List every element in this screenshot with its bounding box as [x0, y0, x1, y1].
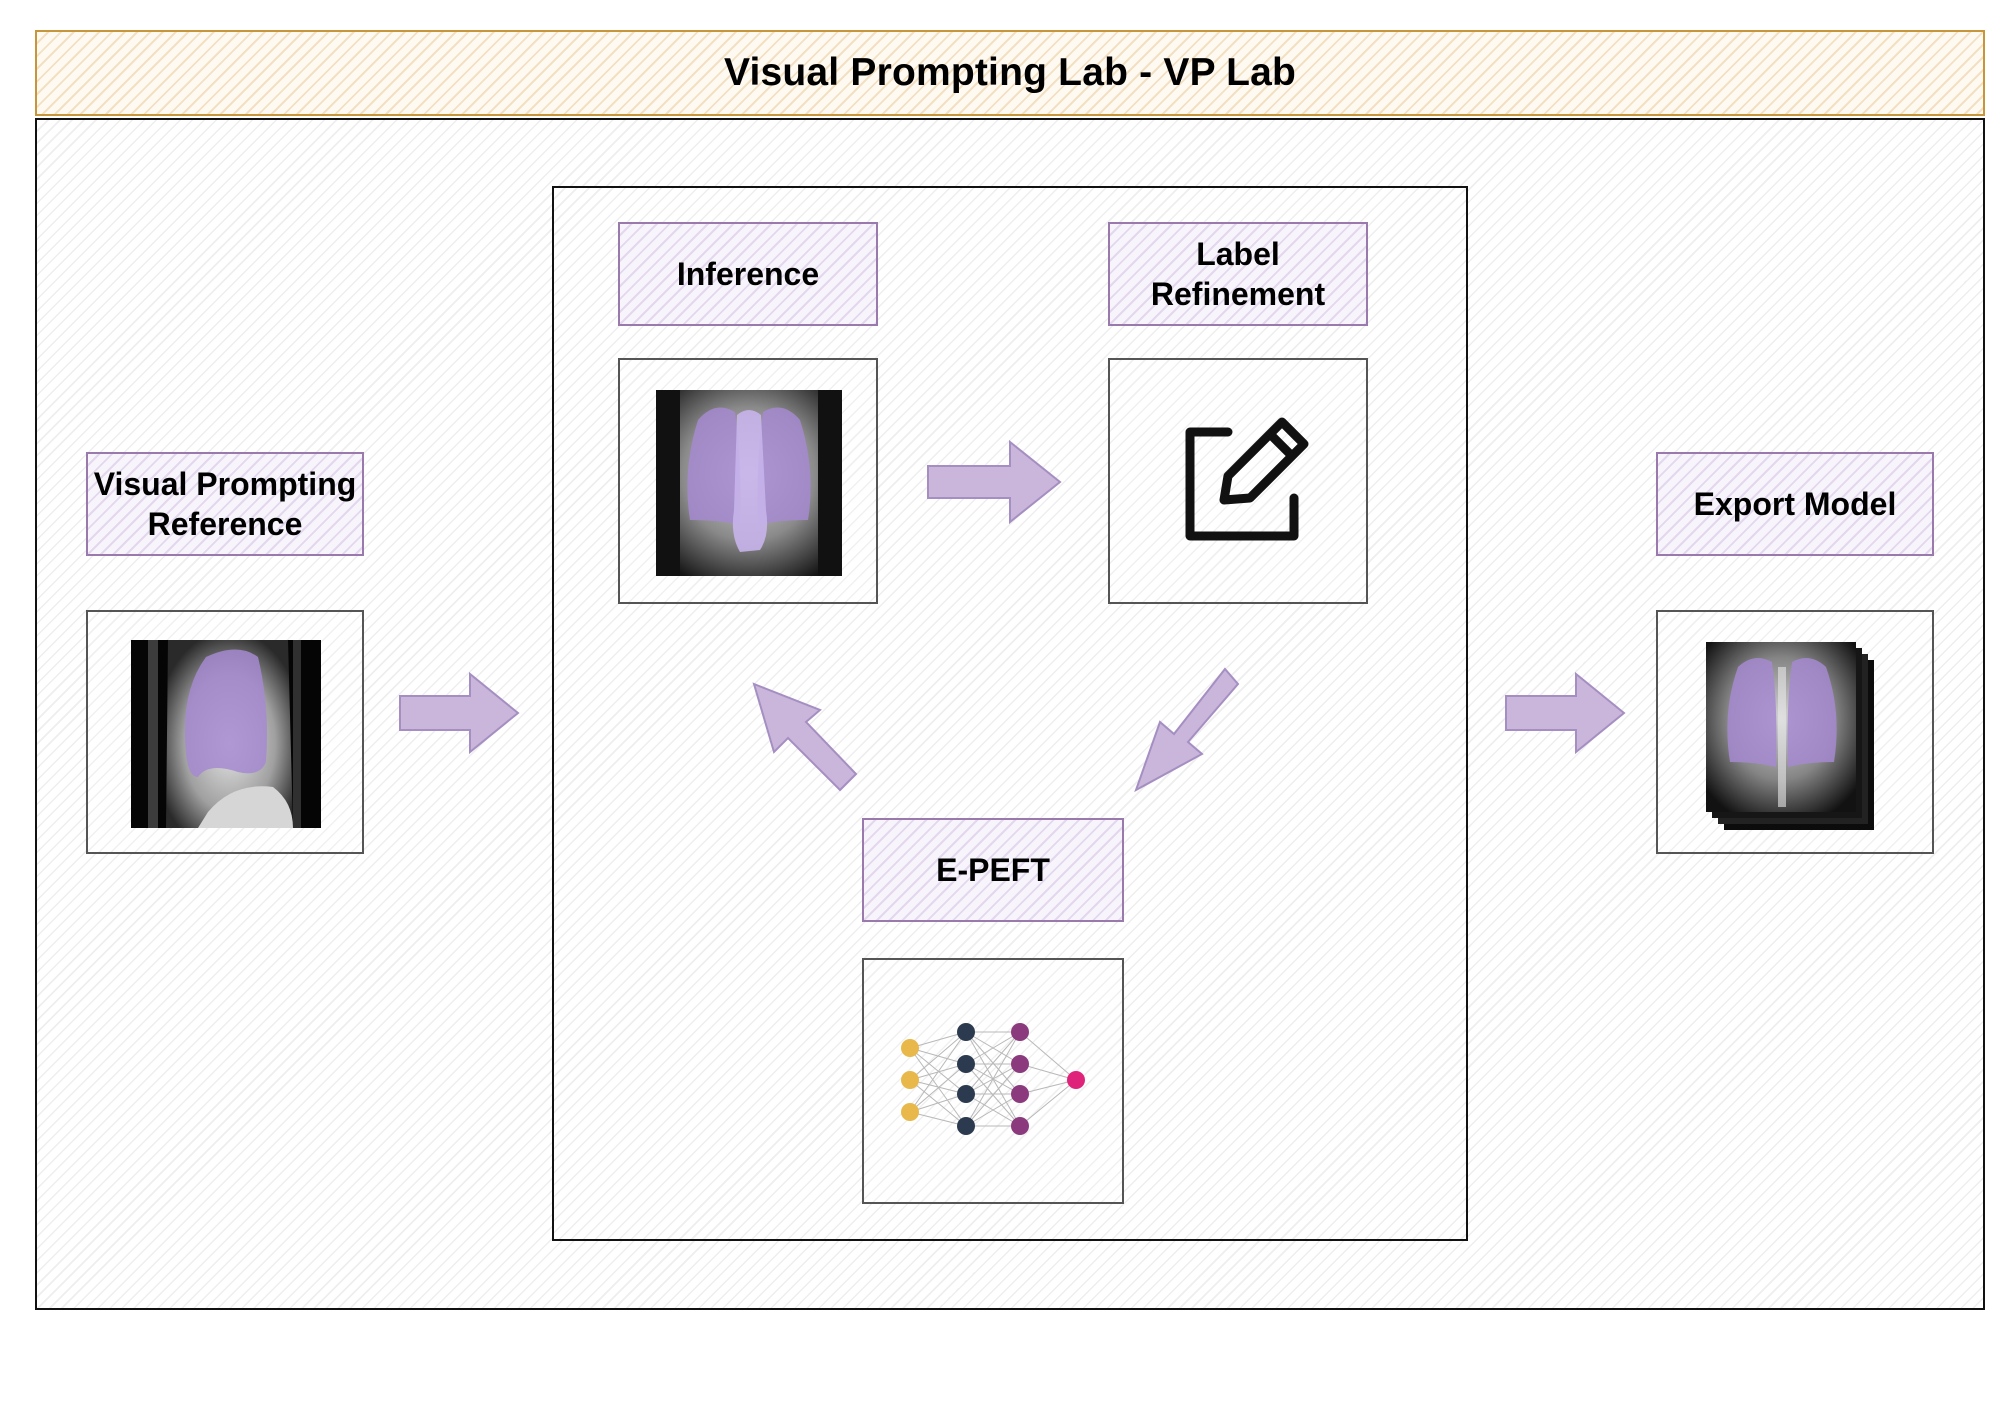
reference-image-box	[86, 610, 364, 854]
inference-label-text: Inference	[676, 256, 820, 292]
inference-image-box	[618, 358, 878, 604]
network-edge	[909, 1047, 967, 1095]
reference-label-text: Visual Prompting Reference	[93, 466, 357, 542]
network-node	[1011, 1055, 1029, 1073]
network-edge	[965, 1031, 1021, 1095]
network-node	[1011, 1117, 1029, 1135]
network-edge	[909, 1079, 967, 1095]
network-edge	[1019, 1079, 1077, 1095]
label-refinement-label-text: Label Refinement	[1150, 236, 1326, 312]
edit-pencil-icon	[1185, 417, 1309, 541]
network-edge	[909, 1031, 967, 1113]
epeft-image-box	[862, 958, 1124, 1204]
network-edge	[909, 1063, 967, 1113]
reference-label: Visual Prompting Reference	[86, 452, 364, 556]
arrow-refinement-to-epeft	[1134, 667, 1240, 793]
network-node	[901, 1071, 919, 1089]
network-node	[957, 1085, 975, 1103]
network-node	[901, 1103, 919, 1121]
network-edge	[909, 1031, 967, 1081]
network-node	[1067, 1071, 1085, 1089]
arrow-inference-to-refinement	[927, 439, 1062, 525]
network-edge	[909, 1093, 967, 1113]
network-node	[957, 1023, 975, 1041]
lateral-xray-icon	[131, 640, 321, 828]
network-edge	[965, 1031, 1021, 1065]
inference-label: Inference	[618, 222, 878, 326]
network-edge	[1019, 1031, 1077, 1081]
network-edge	[909, 1111, 967, 1127]
network-node	[957, 1055, 975, 1073]
title-bar: Visual Prompting Lab - VP Lab	[35, 30, 1985, 116]
network-node	[957, 1117, 975, 1135]
network-node	[901, 1039, 919, 1057]
arrow-reference-to-loop	[399, 671, 520, 755]
epeft-label-text: E-PEFT	[936, 852, 1050, 888]
arrow-loop-to-export	[1505, 671, 1626, 755]
epeft-label: E-PEFT	[862, 818, 1124, 922]
label-refinement-label: Label Refinement	[1108, 222, 1368, 326]
refinement-image-box	[1108, 358, 1368, 604]
page-title: Visual Prompting Lab - VP Lab	[723, 51, 1297, 94]
stacked-xray-icon	[1706, 642, 1874, 830]
network-edge	[965, 1093, 1021, 1127]
network-edge	[909, 1031, 967, 1049]
network-edge	[965, 1031, 1021, 1127]
export-image-box	[1656, 610, 1934, 854]
frontal-xray-icon	[656, 390, 842, 576]
network-node	[1011, 1023, 1029, 1041]
export-label-text: Export Model	[1693, 486, 1897, 522]
network-edge	[1019, 1079, 1077, 1127]
network-edge	[965, 1063, 1021, 1127]
network-node	[1011, 1085, 1029, 1103]
neural-network-icon	[901, 1023, 1085, 1135]
arrow-epeft-to-inference	[752, 682, 858, 792]
export-label: Export Model	[1656, 452, 1934, 556]
network-edge	[1019, 1063, 1077, 1081]
